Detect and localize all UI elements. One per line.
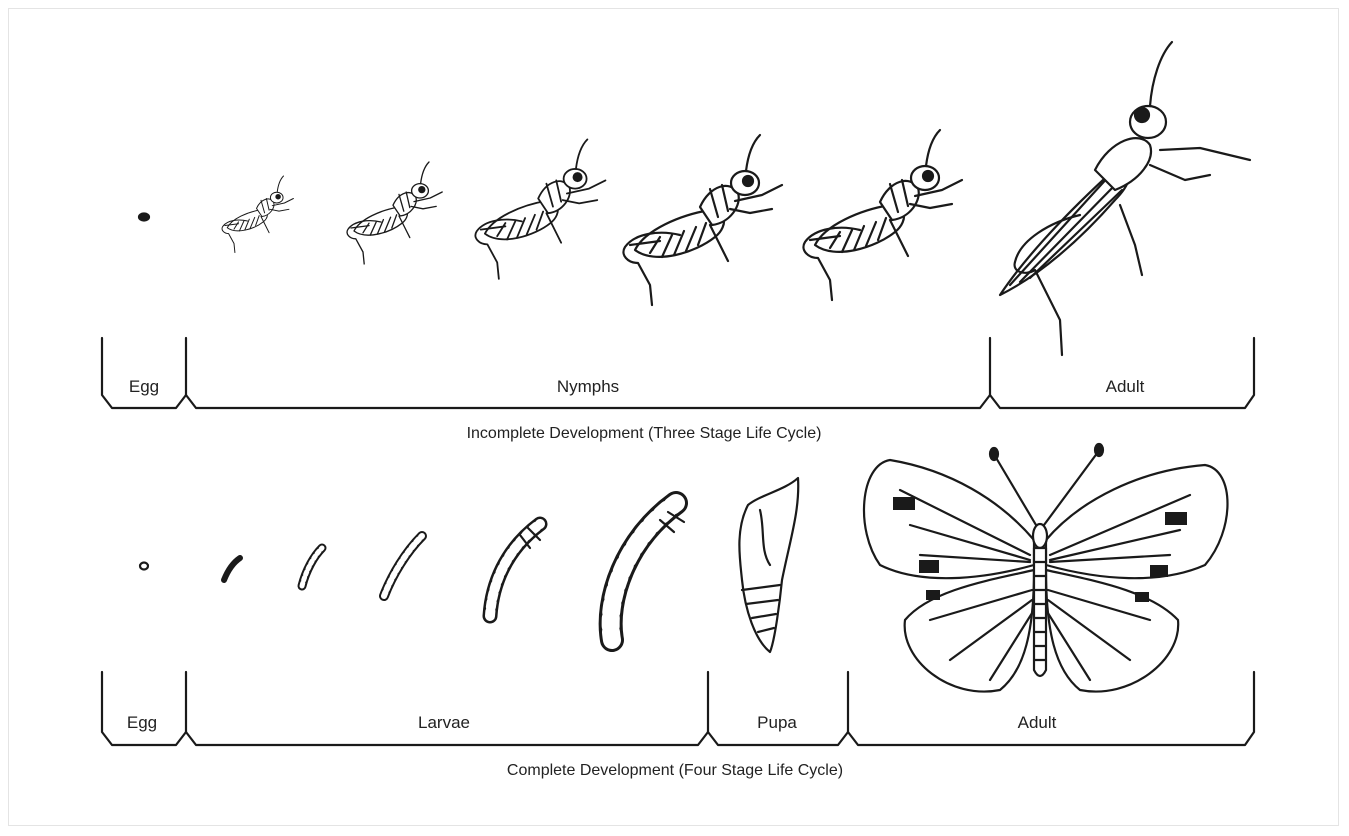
- grasshopper-nymph-5: [803, 130, 962, 300]
- grasshopper-nymph-4: [623, 135, 782, 305]
- grasshopper-nymph-3: [475, 139, 605, 278]
- egg-bracket-incomplete: [102, 338, 186, 408]
- larva-2: [302, 548, 322, 586]
- pupa-label: Pupa: [757, 713, 797, 733]
- adult-bracket-complete: [848, 672, 1254, 745]
- butterfly-egg: [140, 563, 148, 570]
- nymphs-label: Nymphs: [557, 377, 619, 397]
- incomplete-caption: Incomplete Development (Three Stage Life…: [467, 425, 822, 443]
- nymphs-bracket: [186, 338, 990, 408]
- adult-label-incomplete: Adult: [1106, 377, 1145, 397]
- grasshopper-egg: [139, 214, 149, 221]
- larvae-bracket: [186, 672, 708, 745]
- larva-4: [490, 524, 540, 616]
- adult-bracket-incomplete: [990, 338, 1254, 408]
- adult-label-complete: Adult: [1018, 713, 1057, 733]
- pupa-chrysalis: [739, 478, 798, 652]
- larva-5: [611, 503, 684, 640]
- adult-grasshopper: [1000, 42, 1250, 355]
- larva-1: [224, 558, 240, 580]
- egg-label-complete: Egg: [127, 713, 157, 733]
- egg-bracket-complete: [102, 672, 186, 745]
- egg-label-incomplete: Egg: [129, 377, 159, 397]
- larva-3: [384, 536, 422, 596]
- pupa-bracket: [708, 672, 848, 745]
- larvae-label: Larvae: [418, 713, 470, 733]
- adult-butterfly: [864, 444, 1228, 692]
- grasshopper-nymph-1: [222, 176, 293, 253]
- complete-caption: Complete Development (Four Stage Life Cy…: [507, 762, 843, 780]
- grasshopper-nymph-2: [347, 162, 442, 264]
